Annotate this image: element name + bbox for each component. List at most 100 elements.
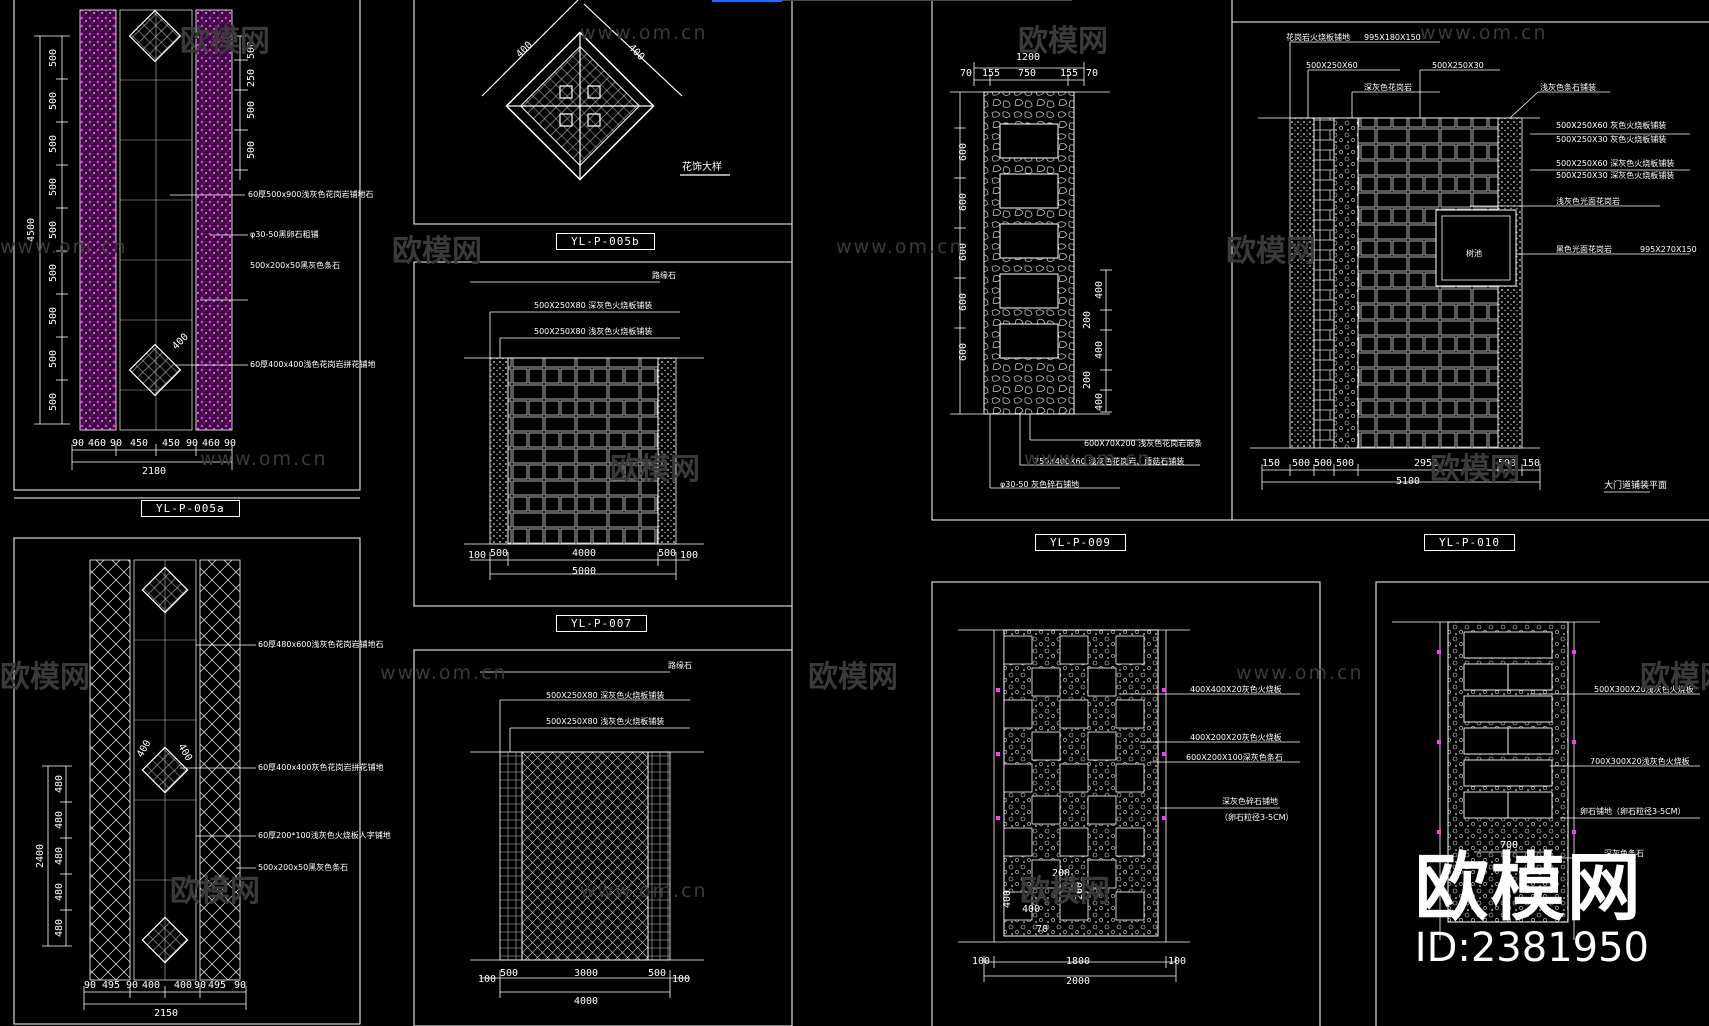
edge-left-008 <box>499 751 523 961</box>
dim-a-left-1: 500 <box>48 92 59 110</box>
tree-pit-label: 树池 <box>1466 248 1482 258</box>
dim-a-bottom-2: 90 <box>110 438 122 449</box>
dim-p010-6: 150 <box>1522 458 1540 469</box>
brand-stamp: 欧模网 ID:2381950 <box>1415 850 1649 970</box>
dim-a-bottom-0: 90 <box>72 438 84 449</box>
brand-id: ID:2381950 <box>1414 925 1649 971</box>
note-p010-2: 深灰色花岗岩 <box>1364 82 1412 92</box>
note-p007-1: 路缘石 <box>652 270 676 280</box>
dim-p007-3: 500 <box>658 548 676 559</box>
dim-p008-2: 3000 <box>574 968 598 979</box>
note-p009-3: φ30-50 灰色碎石铺地 <box>1000 479 1079 489</box>
note-p010-5a: 500X250X60 深灰色火烧板铺装 <box>1556 158 1674 168</box>
dim-c-bottom-2: 90 <box>126 980 138 991</box>
note-p010-7: 黑色光面花岗岩 <box>1556 244 1612 254</box>
note-p011-1: 400X400X20灰色火烧板 <box>1190 684 1282 694</box>
note-p010-6: 浅灰色光面花岗岩 <box>1556 196 1620 206</box>
note-p009-1: 600X70X200 浅灰色花岗岩嵌条 <box>1084 438 1202 448</box>
dim-c-bottom-6: 495 <box>208 980 226 991</box>
dim-p009-top-0: 70 <box>960 68 972 79</box>
note-a4: 60厚400x400浅色花岗岩拼花铺地 <box>250 359 375 369</box>
pebble-strip-left <box>79 9 117 431</box>
brick-left-010 <box>1313 117 1335 449</box>
note-p010-1: 500X250X60 <box>1306 61 1358 70</box>
note-a2: φ30-50黑卵石粗铺 <box>250 229 319 239</box>
dim-p009-left-4: 600 <box>958 343 969 361</box>
dim-p007-4: 100 <box>680 550 698 561</box>
dim-a-right-1: 250 <box>246 69 257 87</box>
dim-c-width: 2150 <box>154 1008 178 1019</box>
note-p011-2: 400X200X20灰色火烧板 <box>1190 732 1282 742</box>
dim-a-left-2: 500 <box>48 135 59 153</box>
dim-c-bottom-7: 90 <box>234 980 246 991</box>
dim-a-bottom-3: 450 <box>130 438 148 449</box>
dim-p011-inner-1: 400 <box>1022 904 1040 915</box>
basket-paving <box>507 357 659 545</box>
dim-a-left-5: 500 <box>48 264 59 282</box>
panel-yl-p-009: 1200 70 155 750 155 70 600 600 600 600 6… <box>950 52 1202 489</box>
note-p010-7b: 995X270X150 <box>1640 245 1697 254</box>
dim-p009-right-2: 400 <box>1094 341 1105 359</box>
dim-p009-right-4: 400 <box>1094 393 1105 411</box>
panel-yl-p-005-variant: 2400 480 480 480 480 480 400 400 90 495 … <box>35 559 391 1019</box>
selection-accent-bar <box>712 0 782 2</box>
medallion-top <box>128 9 182 63</box>
dim-p010-1: 500 <box>1292 458 1310 469</box>
dim-p011-2: 100 <box>1168 956 1186 967</box>
dim-a-left-7: 500 <box>48 350 59 368</box>
dim-p010-0: 150 <box>1262 458 1280 469</box>
panel-yl-p-005b: 400 400 花饰大样 <box>481 0 730 181</box>
dim-p012-inner: 700 <box>1500 840 1518 851</box>
medallion-c1 <box>141 566 189 614</box>
dim-p011-inner-4: 70 <box>1036 924 1048 935</box>
detail-title: 花饰大样 <box>682 160 722 173</box>
dim-c-left-2: 480 <box>54 847 65 865</box>
dim-p007-2: 4000 <box>572 548 596 559</box>
dim-p011-0: 100 <box>972 956 990 967</box>
dim-p011-inner-2: 400 <box>1002 890 1013 908</box>
note-p012-1: 500X300X20浅灰色火烧板 <box>1594 684 1694 694</box>
herring-paving <box>521 751 649 961</box>
note-p012-3: 卵石铺地（卵石粒径3-5CM） <box>1580 806 1686 816</box>
note-p011-4b: （卵石粒径3-5CM） <box>1220 812 1294 822</box>
dim-c-left-3: 480 <box>54 883 65 901</box>
gate-title: 大门道铺装平面 <box>1604 479 1667 491</box>
note-p009-2: 750X400X60 浅灰色花岗岩、蘑菇石铺装 <box>1034 456 1184 466</box>
dim-p011-total: 2000 <box>1066 976 1090 987</box>
dim-a-right-0: 500 <box>246 41 257 59</box>
note-p010-0: 花岗岩火烧板铺地 <box>1286 32 1350 42</box>
note-p007-3: 500X250X80 浅灰色火烧板铺装 <box>534 326 652 336</box>
dim-p010-3: 500 <box>1336 458 1354 469</box>
note-p008-2: 500X250X80 深灰色火烧板铺装 <box>546 690 664 700</box>
note-p010-5b: 500X250X30 深灰色火烧板铺装 <box>1556 170 1674 180</box>
pebble-strip-right <box>195 9 233 431</box>
dim-a-bottom-4: 450 <box>162 438 180 449</box>
dim-a-total: 4500 <box>26 218 37 242</box>
note-p010-3: 浅灰色条石铺装 <box>1540 82 1596 92</box>
edge-left-007 <box>489 357 509 545</box>
dim-c-left-1: 480 <box>54 811 65 829</box>
dim-p009-left-3: 600 <box>958 293 969 311</box>
medallion-c3 <box>141 916 189 964</box>
dim-c-bottom-4: 400 <box>174 980 192 991</box>
medallion-bottom <box>128 343 182 397</box>
dim-p009-left-1: 600 <box>958 193 969 211</box>
dim-a-left-4: 500 <box>48 221 59 239</box>
dim-p009-top: 1200 <box>1016 52 1040 63</box>
dim-p009-right-3: 200 <box>1082 371 1093 389</box>
dim-c-left-4: 480 <box>54 919 65 937</box>
medallion-c2 <box>141 746 189 794</box>
note-a3: 500x200x50黑灰色条石 <box>250 260 340 270</box>
dim-p009-top-2: 750 <box>1018 68 1036 79</box>
dim-p011-1: 1800 <box>1066 956 1090 967</box>
dim-p007-1: 500 <box>490 548 508 559</box>
panel-checker-paving: 100 1800 100 2000 200 400 400 200 70 400… <box>958 629 1300 987</box>
dim-c-diag-0: 400 <box>135 738 154 759</box>
note-a1: 60厚500x900浅灰色花岗岩铺地石 <box>248 189 373 199</box>
selection-accent-line <box>782 0 1072 1</box>
panel-yl-p-008: 100 500 3000 500 100 4000 路缘石 500X250X80… <box>470 660 704 1007</box>
brand-title: 欧模网 <box>1414 845 1643 931</box>
note-p010-0b: 995X180X150 <box>1364 33 1421 42</box>
panel-yl-p-005a: 4500 500 500 500 500 500 500 500 500 500… <box>26 9 375 477</box>
dim-b-diag-0: 400 <box>514 40 535 61</box>
